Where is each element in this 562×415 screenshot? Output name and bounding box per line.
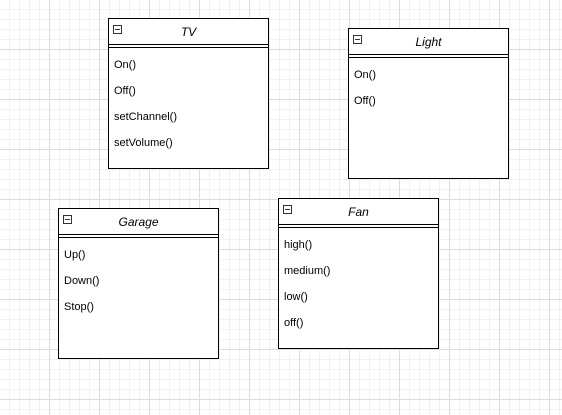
class-fan-methods: high() medium() low() off() (279, 225, 438, 336)
class-garage-methods: Up() Down() Stop() (59, 235, 218, 320)
class-light-title: Light (415, 35, 442, 49)
class-tv-methods: On() Off() setChannel() setVolume() (109, 45, 268, 156)
method-item[interactable]: Off() (114, 85, 136, 97)
method-item[interactable]: setChannel() (114, 111, 177, 123)
class-light-header[interactable]: Light (349, 29, 508, 58)
class-tv-title: TV (180, 25, 197, 39)
class-garage-title: Garage (118, 215, 159, 229)
method-item[interactable]: medium() (284, 265, 331, 277)
method-item[interactable]: Up() (64, 249, 86, 261)
class-garage-header[interactable]: Garage (59, 209, 218, 238)
class-garage[interactable]: Garage Up() Down() Stop() (58, 208, 219, 359)
collapse-minus-icon[interactable] (113, 25, 122, 34)
class-tv-header[interactable]: TV (109, 19, 268, 48)
method-item[interactable]: Stop() (64, 301, 94, 313)
class-tv[interactable]: TV On() Off() setChannel() setVolume() (108, 18, 269, 169)
class-light[interactable]: Light On() Off() (348, 28, 509, 179)
class-fan-header[interactable]: Fan (279, 199, 438, 228)
collapse-minus-icon[interactable] (283, 205, 292, 214)
class-fan-title: Fan (348, 205, 369, 219)
collapse-minus-icon[interactable] (353, 35, 362, 44)
method-item[interactable]: On() (354, 69, 376, 81)
method-item[interactable]: Off() (354, 95, 376, 107)
method-item[interactable]: setVolume() (114, 137, 173, 149)
collapse-minus-icon[interactable] (63, 215, 72, 224)
method-item[interactable]: low() (284, 291, 308, 303)
class-fan[interactable]: Fan high() medium() low() off() (278, 198, 439, 349)
method-item[interactable]: On() (114, 59, 136, 71)
method-item[interactable]: off() (284, 317, 304, 329)
class-light-methods: On() Off() (349, 55, 508, 114)
method-item[interactable]: Down() (64, 275, 100, 287)
method-item[interactable]: high() (284, 239, 313, 251)
